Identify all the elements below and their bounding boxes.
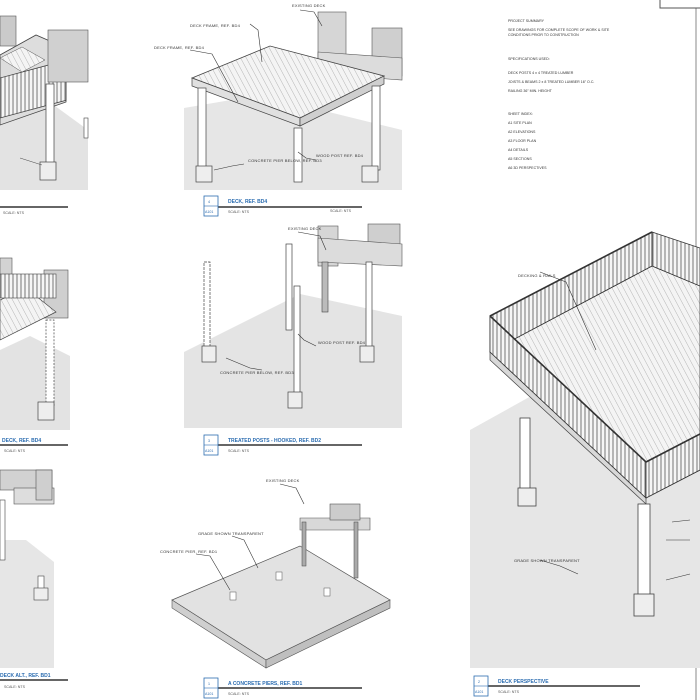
notes-line: SEE DRAWINGS FOR COMPLETE SCOPE OF WORK … [508, 28, 610, 32]
notes-heading: PROJECT SUMMARY [508, 19, 545, 23]
notes-line: JOISTS & BEAMS 2 x 8 TREATED LUMBER 16" … [508, 80, 594, 84]
view-deck-alt [0, 469, 55, 668]
title-block-stub [659, 0, 700, 9]
view-title: TREATED POSTS - HOOKED, REF. BD2 [228, 438, 321, 444]
view-title-block-piers: 1 A101 A CONCRETE PIERS, REF. BD1 SCALE:… [203, 677, 302, 699]
notes-line: A4 DETAILS [508, 148, 529, 152]
notes-line: A3 FLOOR PLAN [508, 139, 537, 143]
svg-text:SCALE: NTS: SCALE: NTS [228, 449, 250, 453]
view-title: DECK ALT., REF. BD1 [0, 673, 51, 679]
note-concrete-pier: CONCRETE PIER BELOW, REF. BD3 [248, 158, 322, 163]
svg-text:2: 2 [478, 680, 480, 684]
view-concrete-piers [171, 483, 391, 669]
notes-line: A2 ELEVATIONS [508, 130, 536, 134]
view-deck-frame [184, 9, 403, 190]
notes-line: SPECIFICATIONS USED: [508, 57, 550, 61]
note-deck-frame: DECK FRAME, REF. BD4 [190, 23, 241, 28]
scale-note: SCALE: NTS [330, 209, 352, 213]
svg-text:A101: A101 [205, 210, 213, 214]
note-grade-transparent: GRADE SHOWN TRANSPARENT [198, 531, 264, 536]
svg-text:A101: A101 [205, 449, 213, 453]
view-treated-posts [184, 223, 403, 428]
notes-line: DECK POSTS 4 x 4 TREATED LUMBER [508, 71, 574, 75]
notes-line: SHEET INDEX: [508, 112, 533, 116]
scale-note: SCALE: NTS [3, 211, 25, 215]
note-existing-deck: EXISTING DECK [266, 478, 300, 483]
note-wood-post: WOOD POST REF. BD4 [316, 153, 364, 158]
view-title: DECK, REF. BD4 [2, 438, 41, 444]
note-concrete-pier: CONCRETE PIER, REF. BD1 [160, 549, 218, 554]
note-deck-frame-2: DECK FRAME, REF. BD4 [154, 45, 205, 50]
notes-line: CONDITIONS PRIOR TO CONSTRUCTION [508, 33, 579, 37]
notes-line: RAILING 36" MIN. HEIGHT [508, 89, 553, 93]
view-title: DECK, REF. BD4 [228, 199, 267, 205]
scale-note: SCALE: NTS [4, 685, 26, 689]
general-notes: PROJECT SUMMARY SEE DRAWINGS FOR COMPLET… [508, 19, 610, 170]
notes-line: A1 SITE PLAN [508, 121, 532, 125]
note-decking-rails: DECKING & RAILS [518, 273, 556, 278]
svg-text:A101: A101 [475, 690, 483, 694]
svg-text:A101: A101 [205, 692, 213, 696]
notes-line: A5 SECTIONS [508, 157, 532, 161]
svg-text:3: 3 [208, 439, 210, 443]
view-deck-perspective [470, 231, 700, 668]
view-title: A CONCRETE PIERS, REF. BD1 [228, 681, 302, 687]
view-deck-midleft [0, 257, 70, 430]
svg-text:SCALE: NTS: SCALE: NTS [228, 692, 250, 696]
note-existing-deck: EXISTING DECK [292, 3, 326, 8]
note-wood-post: WOOD POST REF. BD4 [318, 340, 366, 345]
note-existing-deck: EXISTING DECK [288, 226, 322, 231]
scale-note: SCALE: NTS [4, 449, 26, 453]
svg-text:SCALE: NTS: SCALE: NTS [498, 690, 520, 694]
view-title: DECK PERSPECTIVE [498, 679, 549, 685]
note-grade-transparent: GRADE SHOWN TRANSPARENT [514, 558, 580, 563]
svg-text:1: 1 [208, 682, 210, 686]
svg-text:SCALE: NTS: SCALE: NTS [228, 210, 250, 214]
note-concrete-pier: CONCRETE PIER BELOW, REF. BD3 [220, 370, 294, 375]
view-deck-topleft [0, 15, 89, 190]
view-title-block-perspective: 2 A101 DECK PERSPECTIVE SCALE: NTS [473, 675, 549, 697]
view-title-block-deck: 4 A101 DECK, REF. BD4 SCALE: NTS [203, 195, 267, 217]
notes-line: A6 3D PERSPECTIVES [508, 166, 547, 170]
svg-text:4: 4 [208, 200, 210, 204]
view-title-block-posts: 3 A101 TREATED POSTS - HOOKED, REF. BD2 … [203, 434, 321, 456]
